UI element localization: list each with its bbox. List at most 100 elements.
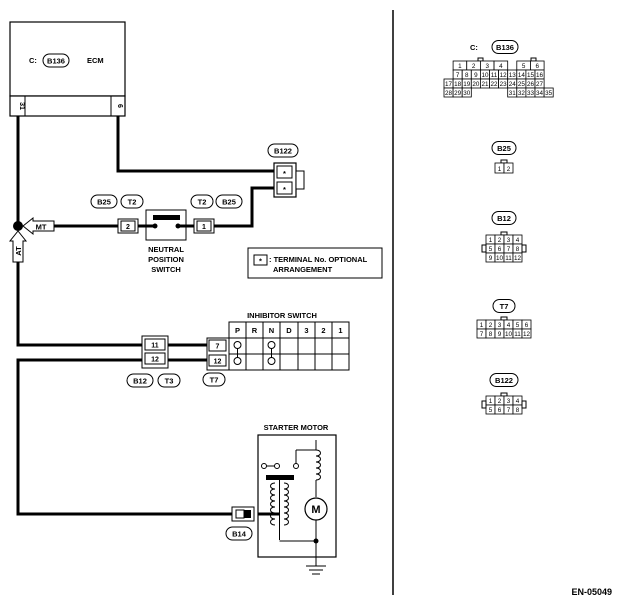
b122-row1-pin: 2 [498, 398, 502, 405]
b12-row1-pin: 4 [516, 237, 520, 244]
b136-key [477, 57, 484, 62]
ecm-prefix: C: [29, 56, 37, 65]
b136-key [530, 57, 537, 62]
b136-row3-pin: 26 [527, 81, 535, 88]
b136-row3-pin: 24 [509, 81, 517, 88]
b136-row2-pin: 10 [481, 72, 489, 79]
t7-row1-pin: 4 [507, 322, 511, 329]
b136-row4b-pin: 33 [527, 90, 535, 97]
b136-row3-pin: 27 [536, 81, 544, 88]
pin-2-label: 2 [126, 224, 130, 231]
b25-key [500, 159, 508, 164]
b12-row3-pin: 9 [489, 255, 493, 262]
at-label: AT [14, 246, 23, 256]
badge-t3: T3 [165, 377, 174, 386]
b25-row-cell [503, 162, 514, 174]
ecm-pin-31: 31 [18, 102, 25, 110]
b12-lock [521, 244, 527, 253]
b122-row2-pin: 6 [498, 407, 502, 414]
badge-t7: T7 [210, 376, 219, 385]
position-3: 3 [304, 326, 308, 335]
b12-t3-connector: 11 12 B12 T3 [126, 335, 181, 388]
b12-badge-label: B12 [497, 214, 511, 223]
neutral-switch-line1: NEUTRAL [148, 245, 184, 254]
b136-row4b-pin: 31 [509, 90, 517, 97]
b12-row3-pin: 11 [505, 255, 512, 262]
t7-key [500, 316, 508, 321]
position-n: N [269, 326, 274, 335]
inhibitor-pin-7: 7 [216, 344, 220, 351]
badge-b25-left: B25 [97, 198, 111, 207]
connector-pin-1: 1 [193, 218, 215, 234]
t7-row1-pin: 2 [489, 322, 493, 329]
badge-b14: B14 [232, 530, 247, 539]
b25-badge [491, 141, 517, 155]
inhibitor-pin-12: 12 [214, 359, 222, 366]
b12-row2-pin: 7 [507, 246, 511, 253]
b122-key [500, 392, 508, 397]
b12-pin-12: 12 [151, 357, 159, 364]
b25-row-pin: 2 [507, 166, 511, 173]
b136-row4b-pin: 34 [536, 90, 544, 97]
b136-row1-pin: 1 [458, 63, 462, 70]
b136-row2-pin: 9 [474, 72, 478, 79]
b122-row1-pin: 4 [516, 398, 520, 405]
ecm-label: ECM [87, 56, 104, 65]
neutral-position-switch: NEUTRAL POSITION SWITCH [138, 209, 194, 274]
b136-row3-pin: 18 [454, 81, 462, 88]
connector-pin-2: 2 [117, 218, 139, 234]
b136-row2-pin: 13 [509, 72, 517, 79]
b122-lock [521, 400, 527, 409]
b136-row2-pin: 8 [465, 72, 469, 79]
t7-row2-pin: 10 [505, 331, 513, 338]
inhibitor-switch: INHIBITOR SWITCH 7 12 T7 P R N D 3 2 1 [202, 311, 350, 387]
b122-row2-pin: 7 [507, 407, 511, 414]
b136-row1-pin: 2 [472, 63, 476, 70]
b122-row2-pin: 5 [489, 407, 493, 414]
note-line2: ARRANGEMENT [273, 265, 333, 274]
b136-row2-pin: 15 [527, 72, 535, 79]
connector-badges-right: T2 B25 [190, 194, 243, 209]
b136-row4b-pin: 32 [518, 90, 526, 97]
b136-row3-pin: 25 [518, 81, 526, 88]
ecm-unit: C: B136 ECM 31 6 [9, 21, 126, 117]
b136-badge-label: B136 [496, 43, 514, 52]
b136-row3-pin: 22 [491, 81, 499, 88]
b25-row-pin: 1 [498, 166, 502, 173]
b12-badge [491, 211, 517, 225]
wires [16, 116, 275, 516]
t7-row1-pin: 6 [525, 322, 529, 329]
b12-row2-pin: 8 [516, 246, 520, 253]
terminal-note: * : TERMINAL No. OPTIONAL ARRANGEMENT [247, 247, 383, 279]
b12-row3-pin: 10 [496, 255, 504, 262]
b136-row4b-pin: 35 [545, 90, 553, 97]
b14-connector: B14 [225, 506, 255, 541]
b136-row2-pin: 11 [491, 72, 498, 79]
ecm-pin-6: 6 [116, 104, 123, 108]
position-p: P [235, 326, 240, 335]
b136-row3-pin: 19 [463, 81, 471, 88]
starter-motor: STARTER MOTOR M [257, 423, 337, 575]
t7-badge [492, 299, 516, 313]
badge-b12: B12 [133, 377, 147, 386]
b122-row1-pin: 1 [489, 398, 493, 405]
b122-badge: B122 [274, 147, 292, 156]
b136-row1-pin: 3 [485, 63, 489, 70]
t7-row2-pin: 7 [480, 331, 484, 338]
mt-label: MT [36, 223, 47, 232]
b136-row1b-pin: 6 [536, 63, 540, 70]
b12-row1-pin: 2 [498, 237, 502, 244]
t7-row1-pin: 5 [516, 322, 520, 329]
t7-row2-pin: 12 [523, 331, 531, 338]
neutral-switch-line2: POSITION [148, 255, 184, 264]
b136-badge [491, 40, 519, 54]
ecm-connector-code: B136 [47, 57, 65, 66]
junction-dot [13, 221, 23, 231]
b136-row4b-cell [543, 87, 554, 98]
motor-symbol: M [311, 504, 320, 516]
badge-t2-right: T2 [198, 198, 207, 207]
badge-t2-left: T2 [128, 198, 137, 207]
b136-prefix: C: [470, 43, 478, 52]
